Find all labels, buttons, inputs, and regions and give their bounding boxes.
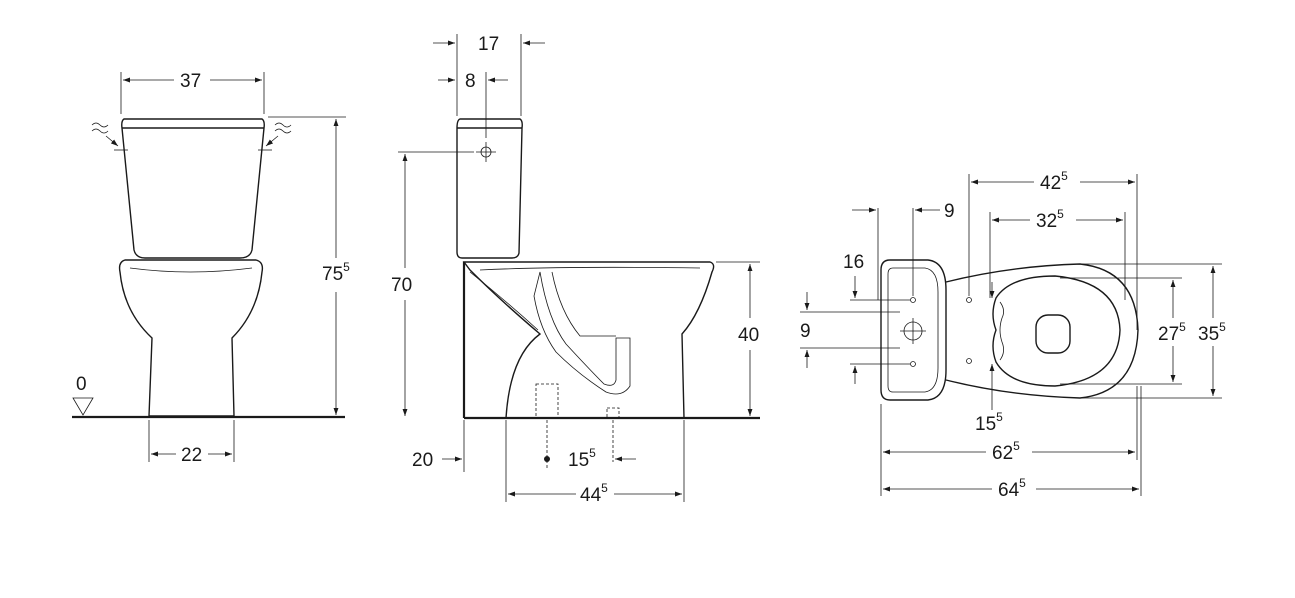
side-view: 17 8 70 40 20 155 445 — [391, 34, 760, 506]
dim-bowl-width: 355 — [1198, 320, 1226, 345]
level-triangle-icon — [72, 397, 94, 416]
cistern-side — [456, 118, 523, 259]
floor-level-label: 0 — [76, 374, 87, 395]
dim-seat-hole: 16 — [843, 252, 864, 273]
front-view: 37 755 22 0 — [72, 71, 350, 466]
dim-tank-depth: 17 — [478, 34, 499, 55]
dim-seat-width: 275 — [1158, 320, 1186, 345]
bowl-front — [118, 259, 264, 417]
bowl-top — [945, 263, 1139, 399]
bowl-side — [462, 261, 715, 419]
cistern-front — [121, 118, 265, 259]
bowl-opening — [1035, 314, 1071, 354]
dim-width-a: 425 — [1040, 169, 1068, 194]
dim-bolt-offset: 9 — [944, 201, 955, 222]
dim-bowl-height: 40 — [738, 325, 759, 346]
dim-width-c: 155 — [975, 410, 1003, 435]
dim-inlet-height: 70 — [391, 275, 412, 296]
water-supply-right-icon — [274, 122, 292, 134]
dim-total-depth: 445 — [580, 481, 608, 506]
water-supply-left-icon — [91, 122, 109, 134]
dim-front-base: 22 — [181, 445, 202, 466]
dim-wall-offset: 20 — [412, 450, 433, 471]
dim-outlet-offset: 155 — [568, 446, 596, 471]
dim-front-height: 755 — [322, 260, 350, 285]
top-view: 9 16 9 425 325 155 625 — [800, 169, 1226, 501]
dim-inlet-offset: 8 — [465, 71, 476, 92]
dim-length-b: 645 — [998, 476, 1026, 501]
cistern-top — [880, 259, 947, 401]
dim-width-b: 325 — [1036, 207, 1064, 232]
trap-path — [533, 271, 631, 395]
seat-top — [992, 275, 1121, 387]
dim-length-a: 625 — [992, 439, 1020, 464]
dim-fixing-spacing: 9 — [800, 321, 811, 342]
dim-front-width: 37 — [180, 71, 201, 92]
